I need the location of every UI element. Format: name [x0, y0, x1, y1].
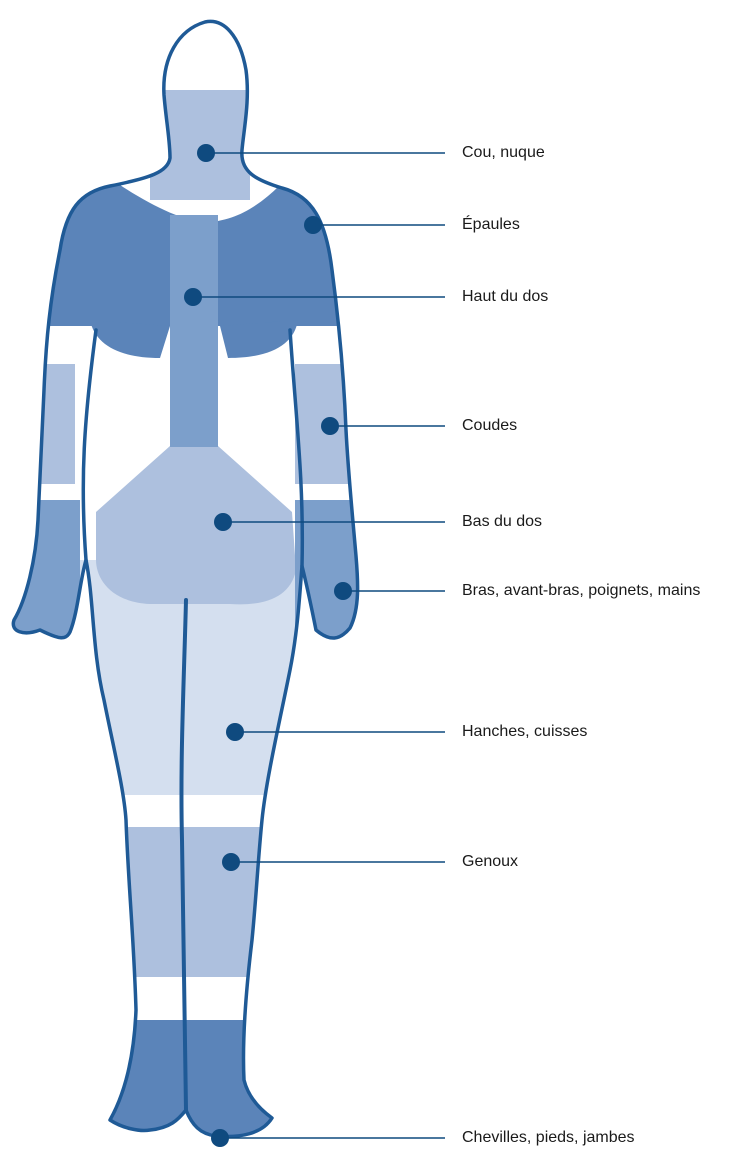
- marker-dot-icon-upper-back: [184, 288, 202, 306]
- region-label-arms: Bras, avant-bras, poignets, mains: [462, 582, 700, 599]
- marker-dot-icon-knees: [222, 853, 240, 871]
- marker-dot-icon-arms: [334, 582, 352, 600]
- region-label-ankles: Chevilles, pieds, jambes: [462, 1129, 635, 1146]
- marker-dot-icon-elbows: [321, 417, 339, 435]
- region-label-neck: Cou, nuque: [462, 144, 545, 161]
- marker-dot-icon-hips: [226, 723, 244, 741]
- region-label-elbows: Coudes: [462, 417, 517, 434]
- marker-dot-icon-neck: [197, 144, 215, 162]
- marker-dot-icon-ankles: [211, 1129, 229, 1147]
- region-spine-fill: [170, 215, 218, 447]
- region-label-upper-back: Haut du dos: [462, 288, 548, 305]
- region-label-knees: Genoux: [462, 853, 518, 870]
- marker-dot-icon-lower-back: [214, 513, 232, 531]
- region-label-hips: Hanches, cuisses: [462, 723, 587, 740]
- region-label-shoulders: Épaules: [462, 214, 520, 233]
- marker-dot-icon-shoulders: [304, 216, 322, 234]
- region-label-lower-back: Bas du dos: [462, 513, 542, 530]
- region-elbow-left-fill: [0, 364, 75, 484]
